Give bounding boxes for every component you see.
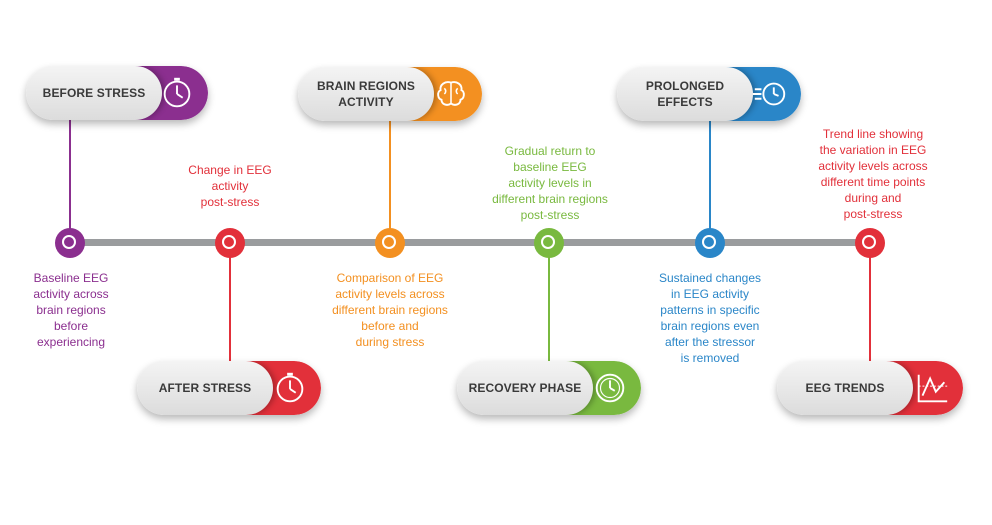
pill-label-cap: EEG TRENDS: [777, 361, 913, 415]
stopwatch-icon: [163, 77, 191, 108]
stage-pill-eeg-trends: EEG TRENDS: [777, 361, 963, 415]
stage-pill-after-stress: AFTER STRESS: [137, 361, 321, 415]
timeline-node-5: [695, 228, 725, 258]
pill-label-cap: PROLONGED EFFECTS: [617, 67, 753, 121]
clock-icon: [595, 373, 625, 403]
stage-description-1: Baseline EEG activity across brain regio…: [33, 271, 109, 349]
stage-label: EEG TRENDS: [805, 381, 885, 395]
stage-pill-brain-regions-activity: BRAIN REGIONS ACTIVITY: [298, 67, 482, 121]
pill-label-cap: BEFORE STRESS: [26, 66, 162, 120]
connector-line-3: [389, 121, 391, 240]
stage-pill-before-stress: BEFORE STRESS: [26, 66, 208, 120]
connector-line-4: [548, 246, 550, 362]
stopwatch-icon: [276, 372, 304, 403]
timeline-node-1: [55, 228, 85, 258]
timeline-node-4: [534, 228, 564, 258]
timeline-node-2: [215, 228, 245, 258]
stage-label: PROLONGED EFFECTS: [645, 79, 725, 109]
pill-label-cap: AFTER STRESS: [137, 361, 273, 415]
stage-description-6: Trend line showing the variation in EEG …: [818, 127, 928, 221]
timeline-node-3: [375, 228, 405, 258]
connector-line-1: [69, 118, 71, 240]
stage-description-3: Comparison of EEG activity levels across…: [332, 271, 448, 349]
pill-label-cap: BRAIN REGIONS ACTIVITY: [298, 67, 434, 121]
trend-chart-icon: [917, 374, 948, 403]
stage-pill-prolonged-effects: PROLONGED EFFECTS: [617, 67, 801, 121]
stage-pill-recovery-phase: RECOVERY PHASE: [457, 361, 641, 415]
stage-description-2: Change in EEG activity post-stress: [188, 163, 272, 209]
stage-description-4: Gradual return to baseline EEG activity …: [492, 144, 608, 222]
stage-label: AFTER STRESS: [158, 381, 252, 395]
brain-icon: [437, 81, 465, 106]
timeline-axis: [70, 239, 870, 246]
timeline-node-6: [855, 228, 885, 258]
speed-clock-icon: [752, 82, 786, 106]
stage-label: RECOVERY PHASE: [468, 381, 582, 395]
stage-label: BEFORE STRESS: [42, 86, 146, 100]
pill-label-cap: RECOVERY PHASE: [457, 361, 593, 415]
stage-description-5: Sustained changes in EEG activity patter…: [658, 271, 762, 365]
stage-label: BRAIN REGIONS ACTIVITY: [317, 79, 415, 109]
connector-line-2: [229, 246, 231, 362]
connector-line-6: [869, 246, 871, 362]
connector-line-5: [709, 121, 711, 240]
